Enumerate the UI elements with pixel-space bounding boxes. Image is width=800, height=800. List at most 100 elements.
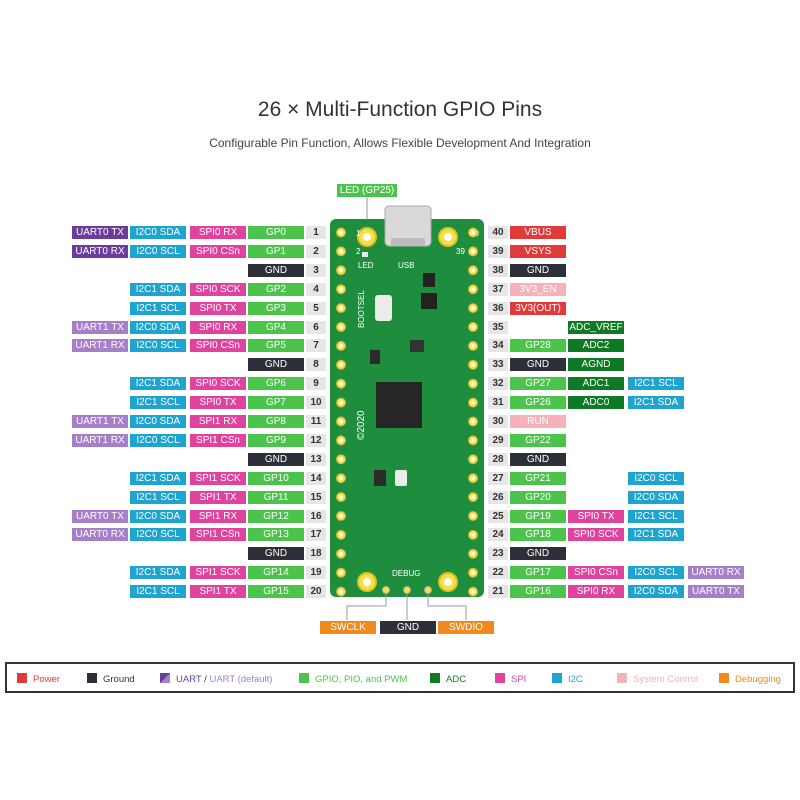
pin-hole-inner-38 — [471, 268, 475, 273]
pin-holes — [336, 227, 478, 597]
pin-25-gp19-label: GP19 — [510, 509, 566, 523]
pin-hole-inner-13 — [339, 457, 343, 462]
pin-25-spi0-tx-label: SPI0 TX — [568, 509, 624, 523]
pin-number-36: 36 — [488, 301, 508, 315]
pin-6-spi0-rx-label: SPI0 RX — [190, 320, 246, 334]
led-callout: LED (GP25) — [337, 184, 397, 197]
pin-number-23: 23 — [488, 547, 508, 561]
pin-hole-inner-4 — [339, 287, 343, 292]
legend-item-uart: UART / UART (default) — [160, 673, 272, 685]
pin-19-i2c1-sda-label: I2C1 SDA — [130, 566, 186, 580]
pin-20-spi1-tx-label: SPI1 TX — [190, 585, 246, 599]
pin-18-gnd-label: GND — [248, 547, 304, 561]
pad-label-39: 39 — [456, 247, 465, 256]
pin-number-12: 12 — [306, 433, 326, 447]
pin-11-gp8-label: GP8 — [248, 415, 304, 428]
legend-swatch-power — [17, 673, 27, 683]
legend-swatch-i2c — [552, 673, 562, 683]
pin-9-spi0-sck-label: SPI0 SCK — [190, 377, 246, 391]
pin-20-i2c1-scl-label: I2C1 SCL — [130, 585, 186, 599]
pin-hole-inner-20 — [339, 589, 343, 594]
pin-number-15: 15 — [306, 490, 326, 504]
legend-swatch-gpio-pio-and-pwm — [299, 673, 309, 683]
pin-26-i2c0-sda-label: I2C0 SDA — [628, 490, 684, 504]
pin-28-gnd-label: GND — [510, 452, 566, 466]
mount-hole-top-right-inner — [444, 233, 452, 241]
pin-27-gp21-label: GP21 — [510, 471, 566, 485]
pin-10-spi0-tx-label: SPI0 TX — [190, 396, 246, 410]
pin-number-35: 35 — [488, 320, 508, 334]
pin-16-uart0-tx-label: UART0 TX — [72, 509, 128, 523]
pin-3-gnd-label: GND — [248, 263, 304, 277]
pin-hole-inner-5 — [339, 306, 343, 311]
pin-number-1: 1 — [306, 226, 326, 239]
pin-7-gp5-label: GP5 — [248, 339, 304, 353]
pin-35-adc-vref-label: ADC_VREF — [568, 320, 624, 334]
pin-21-gp16-label: GP16 — [510, 585, 566, 599]
pin-number-13: 13 — [306, 452, 326, 466]
legend-item-gpio-pio-and-pwm: GPIO, PIO, and PWM — [299, 673, 407, 685]
pin-hole-inner-30 — [471, 419, 475, 424]
pin-number-8: 8 — [306, 358, 326, 372]
pin-32-gp27-label: GP27 — [510, 377, 566, 391]
pin-number-9: 9 — [306, 377, 326, 391]
pin-number-2: 2 — [306, 244, 326, 258]
pin-hole-inner-9 — [339, 381, 343, 386]
pin-hole-inner-32 — [471, 381, 475, 386]
led-chip — [362, 252, 368, 257]
pin-12-uart1-rx-label: UART1 RX — [72, 433, 128, 447]
pin-hole-inner-24 — [471, 532, 475, 537]
pin-2-spi0-csn-label: SPI0 CSn — [190, 244, 246, 258]
pin-20-gp15-label: GP15 — [248, 585, 304, 599]
pin-hole-inner-29 — [471, 438, 475, 443]
pin-9-gp6-label: GP6 — [248, 377, 304, 391]
chip-small-a — [370, 350, 380, 364]
pin-10-i2c1-scl-label: I2C1 SCL — [130, 396, 186, 410]
usb-label: USB — [398, 261, 414, 270]
pin-hole-inner-28 — [471, 457, 475, 462]
pin-25-i2c1-scl-label: I2C1 SCL — [628, 509, 684, 523]
pin-14-gp10-label: GP10 — [248, 471, 304, 485]
pin-hole-inner-1 — [339, 230, 343, 235]
pin-number-26: 26 — [488, 490, 508, 504]
pin-5-gp3-label: GP3 — [248, 301, 304, 315]
pin-hole-inner-23 — [471, 551, 475, 556]
legend-swatch-debugging — [719, 673, 729, 683]
pin-1-uart0-tx-label: UART0 TX — [72, 226, 128, 239]
pin-number-4: 4 — [306, 282, 326, 296]
chip-small-b — [374, 470, 386, 486]
pin-number-22: 22 — [488, 566, 508, 580]
chip-flash-small — [410, 340, 424, 352]
pin-12-gp9-label: GP9 — [248, 433, 304, 447]
pin-21-i2c0-sda-label: I2C0 SDA — [628, 585, 684, 599]
pin-19-spi1-sck-label: SPI1 SCK — [190, 566, 246, 580]
pin-30-run-label: RUN — [510, 415, 566, 428]
pin-31-adc0-label: ADC0 — [568, 396, 624, 410]
pin-11-i2c0-sda-label: I2C0 SDA — [130, 415, 186, 428]
pin-2-uart0-rx-label: UART0 RX — [72, 244, 128, 258]
pin-hole-inner-7 — [339, 343, 343, 348]
pin-2-i2c0-scl-label: I2C0 SCL — [130, 244, 186, 258]
pin-22-gp17-label: GP17 — [510, 566, 566, 580]
pin-hole-inner-18 — [339, 551, 343, 556]
pin-15-gp11-label: GP11 — [248, 490, 304, 504]
pin-number-20: 20 — [306, 585, 326, 599]
pin-hole-inner-21 — [471, 589, 475, 594]
pin-hole-inner-40 — [471, 230, 475, 235]
pin-hole-inner-16 — [339, 514, 343, 518]
pin-40-vbus-label: VBUS — [510, 226, 566, 239]
debug-pin-swclk-label: SWCLK — [320, 621, 376, 634]
pin-number-14: 14 — [306, 471, 326, 485]
pin-hole-inner-15 — [339, 495, 343, 500]
chip-inductor — [421, 293, 437, 309]
pin-number-25: 25 — [488, 509, 508, 523]
pin-number-39: 39 — [488, 244, 508, 258]
legend-label-spi: SPI — [511, 674, 527, 685]
pin-6-i2c0-sda-label: I2C0 SDA — [130, 320, 186, 334]
legend-separator: / — [201, 674, 210, 685]
pin-number-5: 5 — [306, 301, 326, 315]
pin-hole-inner-37 — [471, 287, 475, 292]
pin-6-gp4-label: GP4 — [248, 320, 304, 334]
pin-hole-inner-2 — [339, 249, 343, 254]
